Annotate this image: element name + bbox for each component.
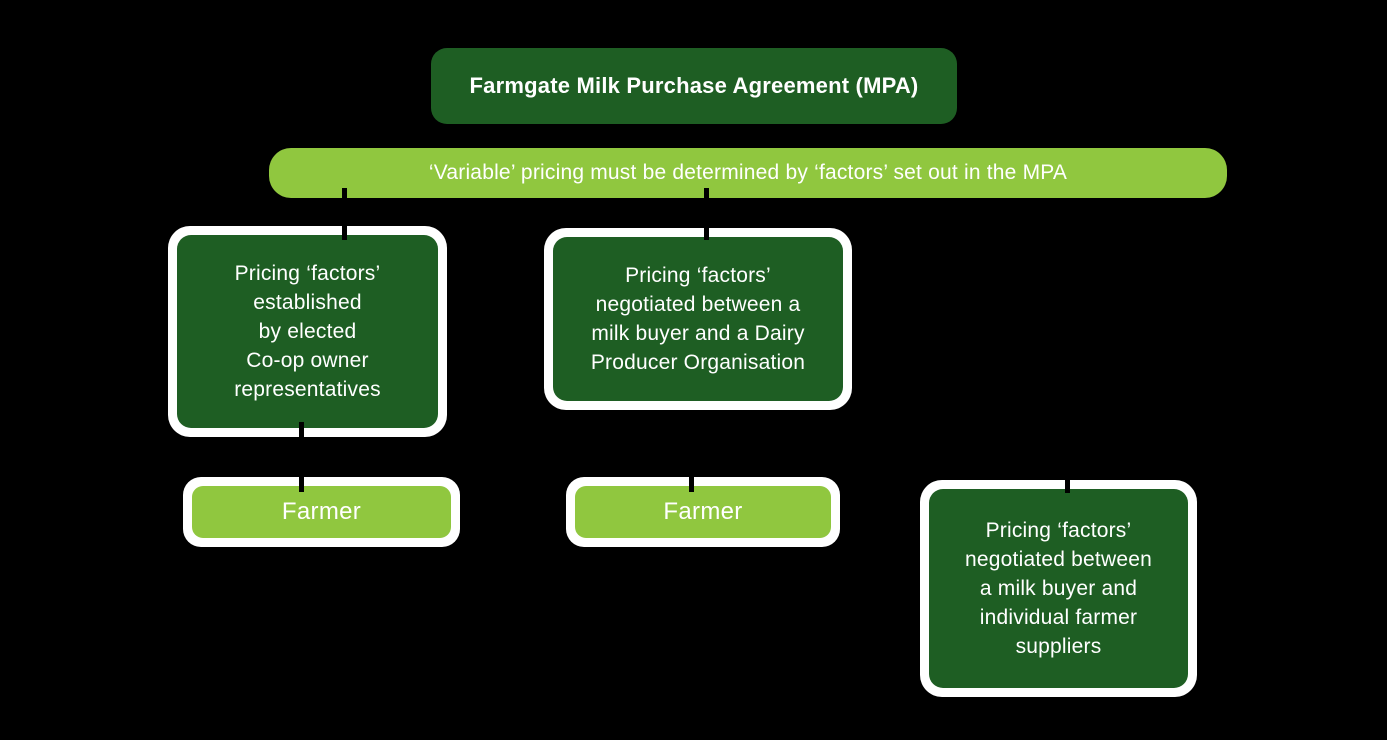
connector-coop-to-farmer — [299, 422, 304, 492]
dpo-factors-box: Pricing ‘factors’ negotiated between a m… — [544, 228, 852, 410]
dpo-factors-box-fill: Pricing ‘factors’ negotiated between a m… — [553, 237, 843, 401]
individual-factors-box-fill: Pricing ‘factors’ negotiated between a m… — [929, 489, 1188, 688]
farmer-middle-label: Farmer — [663, 498, 743, 525]
coop-factors-box-fill: Pricing ‘factors’ established by elected… — [177, 235, 438, 428]
connector-to-individual — [1065, 450, 1070, 493]
farmer-box-middle: Farmer — [566, 477, 840, 547]
farmer-box-left-fill: Farmer — [192, 486, 451, 538]
connector-dpo-to-farmer — [689, 445, 694, 492]
farmer-box-middle-fill: Farmer — [575, 486, 831, 538]
connector-bar-to-dpo — [704, 188, 709, 240]
subtitle-text: ‘Variable’ pricing must be determined by… — [428, 161, 1068, 184]
connector-bar-to-coop — [342, 188, 347, 240]
subtitle-bar: ‘Variable’ pricing must be determined by… — [269, 148, 1227, 198]
title-box: Farmgate Milk Purchase Agreement (MPA) — [431, 48, 957, 124]
diagram-title: Farmgate Milk Purchase Agreement (MPA) — [469, 73, 919, 98]
coop-factors-text: Pricing ‘factors’ established by elected… — [234, 262, 381, 401]
farmer-box-left: Farmer — [183, 477, 460, 547]
individual-factors-text: Pricing ‘factors’ negotiated between a m… — [965, 519, 1152, 658]
individual-factors-box: Pricing ‘factors’ negotiated between a m… — [920, 480, 1197, 697]
coop-factors-box: Pricing ‘factors’ established by elected… — [168, 226, 447, 437]
farmer-left-label: Farmer — [281, 498, 362, 525]
dpo-factors-text: Pricing ‘factors’ negotiated between a m… — [590, 264, 806, 374]
